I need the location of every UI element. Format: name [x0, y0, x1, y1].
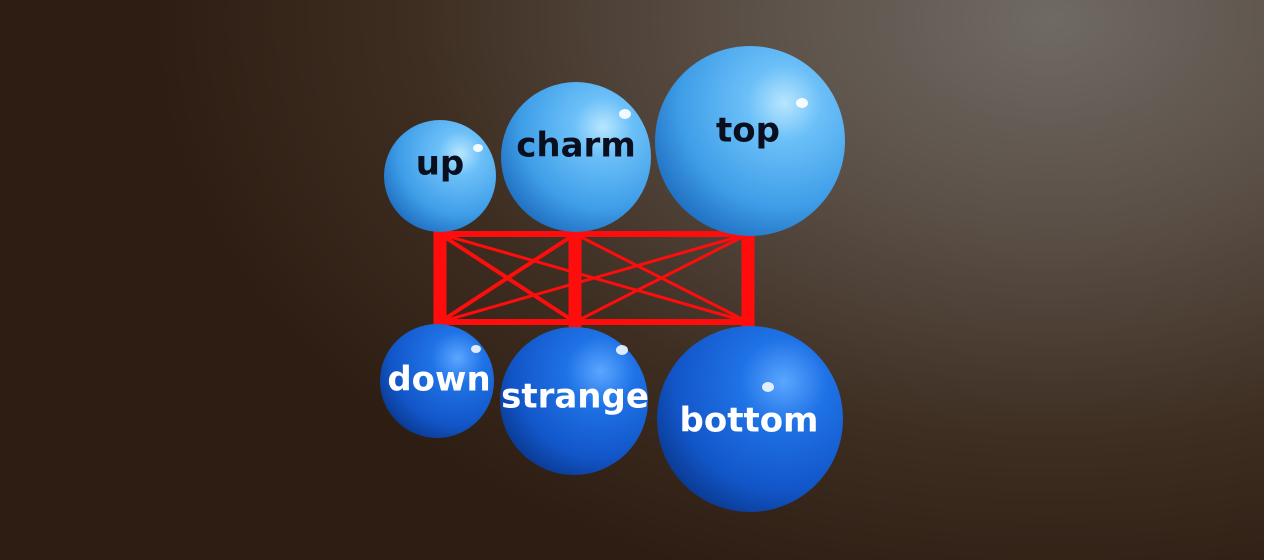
sphere-bottom: bottom [657, 326, 843, 512]
sphere-top: top [655, 46, 845, 236]
sphere-strange: strange [500, 327, 649, 475]
connector-charm-down [438, 232, 577, 324]
sphere-down: down [380, 324, 494, 438]
sphere-label-charm: charm [516, 126, 636, 166]
connector-lines [433, 225, 755, 333]
sphere-up: up [384, 120, 496, 232]
sphere-charm: charm [501, 82, 651, 232]
sphere-label-down: down [387, 360, 490, 400]
sphere-label-bottom: bottom [680, 401, 819, 441]
connector-top-strange [573, 232, 750, 324]
connector-top-down [438, 232, 750, 324]
sphere-label-top: top [716, 111, 780, 151]
sphere-label-up: up [416, 144, 465, 184]
sphere-label-strange: strange [501, 377, 649, 417]
